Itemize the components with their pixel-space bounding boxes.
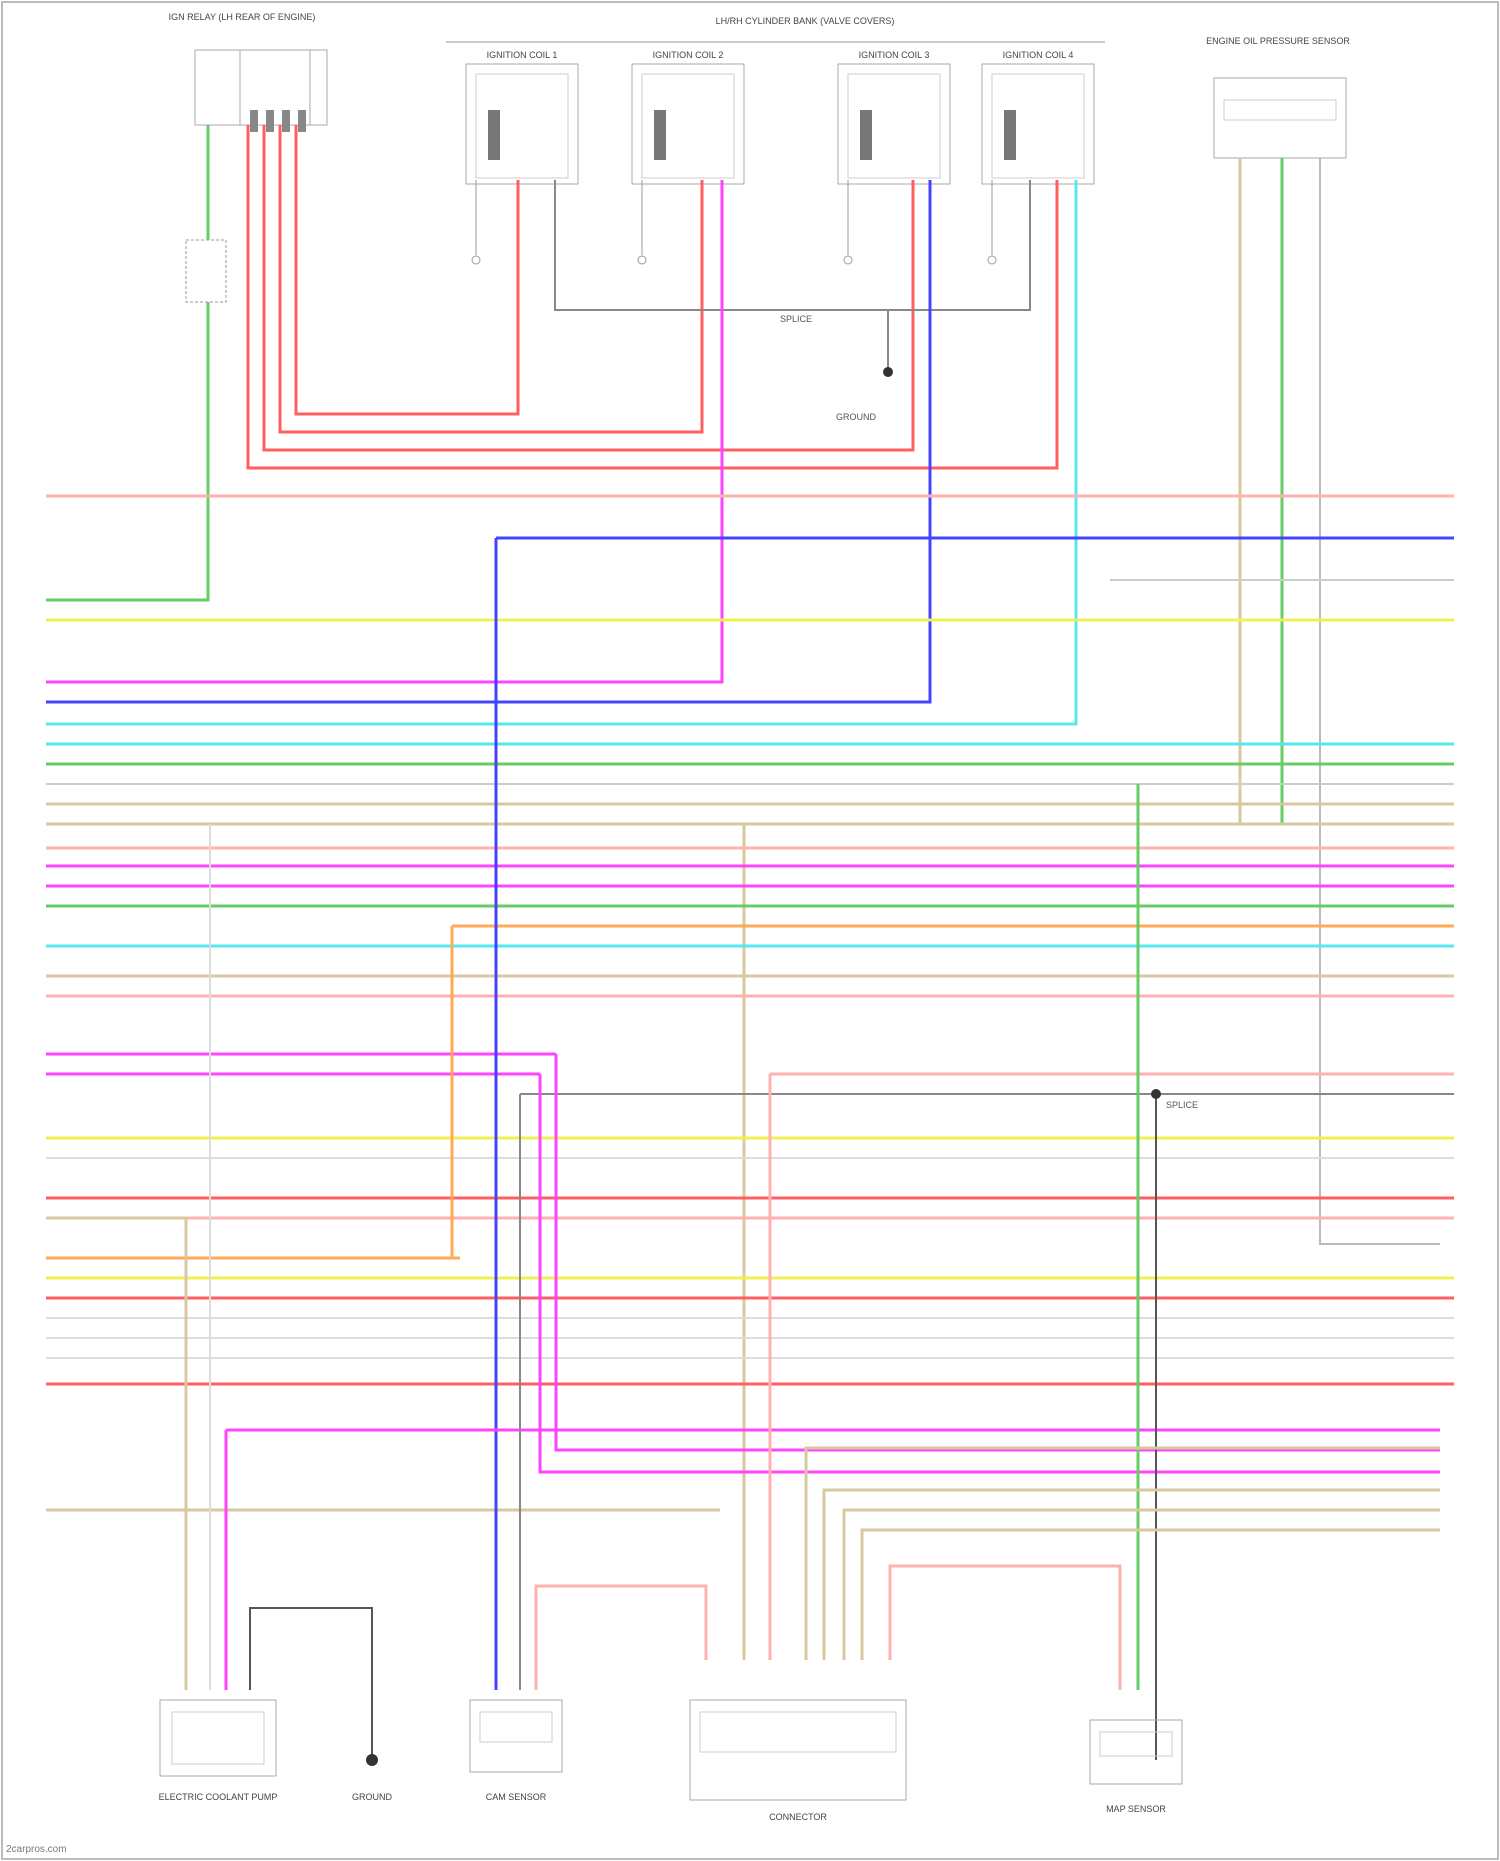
credit-text: 2carpros.com xyxy=(6,1844,67,1855)
svg-text:IGN RELAY (LH REAR OF ENGINE): IGN RELAY (LH REAR OF ENGINE) xyxy=(169,12,316,22)
ignition-coil-4: IGNITION COIL 4 xyxy=(982,50,1094,184)
center-connector: CONNECTOR xyxy=(690,1700,906,1822)
svg-text:SPLICE: SPLICE xyxy=(780,314,812,324)
svg-text:IGNITION COIL 2: IGNITION COIL 2 xyxy=(653,50,724,60)
electric-coolant-pump: ELECTRIC COOLANT PUMP xyxy=(159,1700,278,1802)
ground-top: GROUND SPLICE xyxy=(780,314,893,422)
svg-text:MAP SENSOR: MAP SENSOR xyxy=(1106,1804,1166,1814)
harness-lines xyxy=(46,496,1454,1510)
svg-text:GROUND: GROUND xyxy=(836,412,876,422)
svg-text:IGNITION COIL 4: IGNITION COIL 4 xyxy=(1003,50,1074,60)
svg-text:CONNECTOR: CONNECTOR xyxy=(769,1812,827,1822)
spark-plugs xyxy=(472,180,996,264)
ignition-coil-3: IGNITION COIL 3 xyxy=(838,50,950,184)
fuse-block xyxy=(186,240,226,302)
svg-text:ELECTRIC COOLANT PUMP: ELECTRIC COOLANT PUMP xyxy=(159,1792,278,1802)
svg-text:IGNITION COIL 1: IGNITION COIL 1 xyxy=(487,50,558,60)
left-ground: GROUND xyxy=(352,1754,392,1802)
cam-sensor: CAM SENSOR xyxy=(470,1700,562,1802)
svg-text:ENGINE OIL PRESSURE SENSOR: ENGINE OIL PRESSURE SENSOR xyxy=(1206,36,1350,46)
map-sensor: MAP SENSOR xyxy=(1090,1720,1182,1814)
svg-text:CAM SENSOR: CAM SENSOR xyxy=(486,1792,547,1802)
coil-group: LH/RH CYLINDER BANK (VALVE COVERS) xyxy=(446,16,1105,42)
oil-pressure-sensor: ENGINE OIL PRESSURE SENSOR xyxy=(1206,36,1350,158)
ign-relay: IGN RELAY (LH REAR OF ENGINE) xyxy=(169,12,327,132)
ignition-coil-1: IGNITION COIL 1 xyxy=(466,50,578,184)
splice-mid: SPLICE xyxy=(1151,1089,1198,1110)
svg-text:GROUND: GROUND xyxy=(352,1792,392,1802)
svg-text:LH/RH CYLINDER BANK (VALVE COV: LH/RH CYLINDER BANK (VALVE COVERS) xyxy=(716,16,895,26)
svg-text:SPLICE: SPLICE xyxy=(1166,1100,1198,1110)
ignition-coil-2: IGNITION COIL 2 xyxy=(632,50,744,184)
svg-text:IGNITION COIL 3: IGNITION COIL 3 xyxy=(859,50,930,60)
